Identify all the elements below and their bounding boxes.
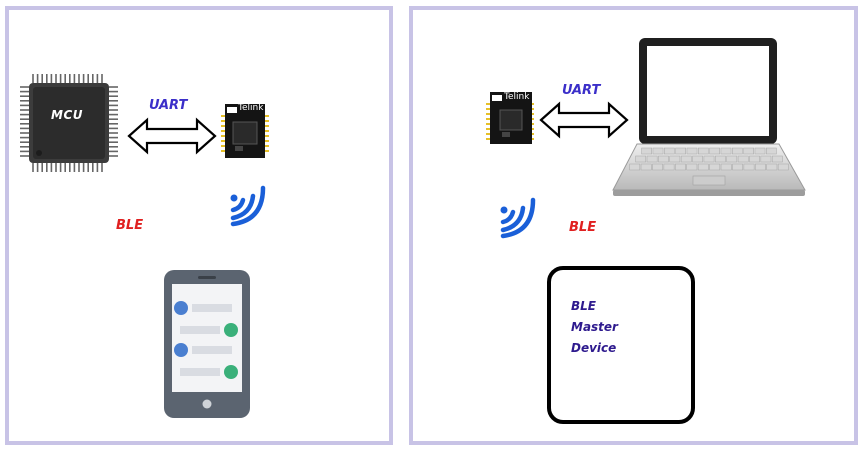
left-panel: MCU UART Telink BLE [5, 6, 393, 445]
ble-module-icon [486, 92, 534, 144]
smartphone-icon [164, 270, 250, 418]
uart-arrow [127, 117, 217, 155]
ble-master-device: BLE Master Device [547, 266, 695, 424]
master-device-line: Device [571, 341, 617, 355]
ble-label: BLE [116, 218, 144, 233]
master-device-label: BLE Master Device [571, 296, 618, 359]
mcu-label: MCU [51, 108, 83, 122]
ble-module: Telink [221, 102, 269, 160]
wireless-signal-icon [230, 185, 266, 227]
double-arrow-icon [539, 101, 629, 139]
ble-module-icon [221, 104, 269, 158]
smartphone [162, 268, 254, 420]
module-brand-label: Telink [504, 92, 530, 102]
mcu-chip: MCU [19, 73, 119, 173]
wireless-signal-icon [500, 197, 536, 239]
module-brand-label: Telink [238, 103, 264, 113]
laptop-icon [612, 38, 806, 196]
master-device-line: BLE [571, 299, 596, 313]
uart-arrow [539, 101, 629, 139]
uart-label: UART [149, 98, 188, 113]
laptop [611, 36, 807, 198]
chip-icon [20, 74, 118, 172]
wireless-signal [497, 190, 543, 239]
ble-module: Telink [486, 90, 536, 146]
master-device-line: Master [571, 320, 618, 334]
ble-label: BLE [569, 220, 597, 235]
right-panel: Telink UART [409, 6, 858, 445]
double-arrow-icon [127, 117, 217, 155]
uart-label: UART [562, 83, 601, 98]
wireless-signal [227, 178, 273, 227]
